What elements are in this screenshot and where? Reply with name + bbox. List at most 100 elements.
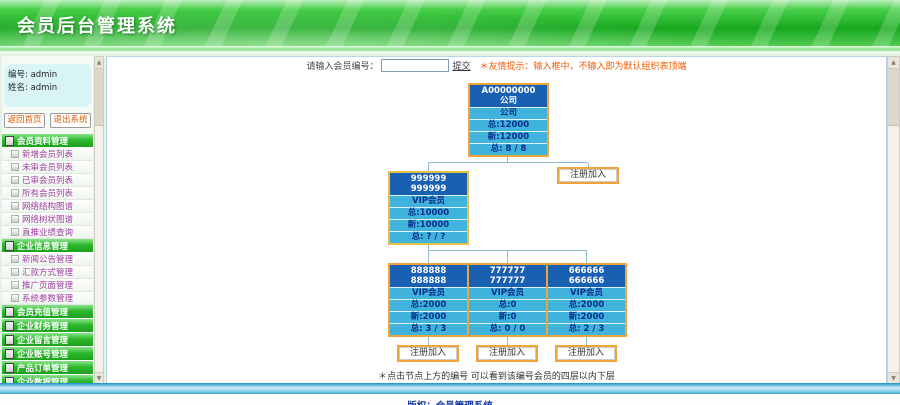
scroll-up-icon[interactable]: ▲ bbox=[888, 57, 899, 69]
sidebar-section-finance[interactable]: 企业财务管理 bbox=[2, 319, 93, 333]
node-counts: 总: 2 / 3 bbox=[548, 323, 625, 335]
tree-connector bbox=[428, 337, 429, 345]
scroll-down-icon[interactable]: ▼ bbox=[95, 372, 103, 384]
menu-label: 汇款方式管理 bbox=[22, 268, 74, 278]
bullet-icon bbox=[11, 202, 19, 210]
sidebar-item-new-members[interactable]: 新增会员列表 bbox=[2, 148, 93, 161]
menu-label: 推广页面管理 bbox=[22, 281, 74, 291]
node-type: VIP会员 bbox=[548, 287, 625, 299]
main-panel: 请输入会员编号： 提交 ＊友情提示：输入框中，不输入即为默认组织表顶端 bbox=[106, 56, 887, 385]
node-name: 888888 bbox=[410, 276, 447, 286]
home-button[interactable]: 返回首页 bbox=[4, 113, 45, 128]
sidebar-section-messages[interactable]: 企业留言管理 bbox=[2, 333, 93, 347]
folder-icon bbox=[5, 306, 14, 317]
bullet-icon bbox=[11, 268, 19, 276]
menu-label: 未审会员列表 bbox=[22, 163, 74, 173]
sidebar-item-reviewed-members[interactable]: 已审会员列表 bbox=[2, 174, 93, 187]
register-join-button[interactable]: 注册加入 bbox=[476, 345, 538, 362]
user-name: 姓名: admin bbox=[8, 83, 58, 93]
menu-label: 新增会员列表 bbox=[22, 150, 74, 160]
member-id-input[interactable] bbox=[381, 59, 450, 72]
sidebar-item-system-params[interactable]: 系统参数管理 bbox=[2, 292, 93, 305]
tree-connector bbox=[428, 245, 429, 250]
sidebar-item-network-structure[interactable]: 网络结构图谱 bbox=[2, 200, 93, 213]
sidebar-section-member-data[interactable]: 会员资料管理 bbox=[2, 134, 93, 148]
bullet-icon bbox=[11, 150, 19, 158]
node-id[interactable]: 999999 bbox=[410, 174, 447, 184]
tree-node-888888[interactable]: 888888 888888 VIP会员 总:2000 新:2000 总: 3 /… bbox=[388, 263, 469, 337]
sidebar-item-unreviewed-members[interactable]: 未审会员列表 bbox=[2, 161, 93, 174]
register-join-button[interactable]: 注册加入 bbox=[397, 345, 459, 362]
menu-label: 网络树状图谱 bbox=[22, 215, 74, 225]
bottom-bar bbox=[0, 383, 900, 394]
folder-icon bbox=[5, 135, 14, 146]
menu-label: 直推业绩查询 bbox=[22, 228, 74, 238]
node-counts: 总: ? / ? bbox=[390, 231, 467, 243]
tree-node-root[interactable]: A00000000 公司 公司 总:12000 新:12000 总: 8 / 8 bbox=[468, 83, 549, 157]
tree-connector bbox=[428, 162, 588, 163]
folder-icon bbox=[5, 362, 14, 373]
sidebar-item-remittance[interactable]: 汇款方式管理 bbox=[2, 266, 93, 279]
sidebar-section-enterprise-info[interactable]: 企业信息管理 bbox=[2, 239, 93, 253]
scrollbar-thumb[interactable] bbox=[95, 69, 103, 126]
tree-node-666666[interactable]: 666666 666666 VIP会员 总:2000 新:2000 总: 2 /… bbox=[546, 263, 627, 337]
logout-button[interactable]: 退出系统 bbox=[50, 113, 91, 128]
tree-connector bbox=[507, 337, 508, 345]
sidebar-item-network-tree[interactable]: 网络树状图谱 bbox=[2, 213, 93, 226]
bullet-icon bbox=[11, 163, 19, 171]
tree-connector bbox=[588, 163, 589, 167]
menu-label: 已审会员列表 bbox=[22, 176, 74, 186]
node-id[interactable]: 888888 bbox=[410, 266, 447, 276]
node-name: 999999 bbox=[410, 184, 447, 194]
page-scrollbar[interactable]: ▲ ▼ bbox=[887, 56, 900, 385]
sidebar-item-promo-page[interactable]: 推广页面管理 bbox=[2, 279, 93, 292]
user-info-box: 编号: admin 姓名: admin bbox=[4, 64, 91, 107]
sidebar-menu: 会员资料管理 新增会员列表 未审会员列表 已审会员列表 所有会员列表 网络结构图… bbox=[2, 134, 93, 389]
node-header[interactable]: 888888 888888 bbox=[390, 265, 467, 287]
node-header[interactable]: 999999 999999 bbox=[390, 173, 467, 195]
tree-connector bbox=[428, 163, 429, 171]
node-header[interactable]: A00000000 公司 bbox=[470, 85, 547, 107]
node-name: 666666 bbox=[568, 276, 605, 286]
node-total: 总:2000 bbox=[390, 299, 467, 311]
node-total: 总:10000 bbox=[390, 207, 467, 219]
sidebar-section-orders[interactable]: 产品订单管理 bbox=[2, 361, 93, 375]
folder-icon bbox=[5, 334, 14, 345]
sidebar-section-recharge[interactable]: 会员充值管理 bbox=[2, 305, 93, 319]
node-header[interactable]: 777777 777777 bbox=[469, 265, 546, 287]
tree-node-999999[interactable]: 999999 999999 VIP会员 总:10000 新:10000 总: ?… bbox=[388, 171, 469, 245]
submit-button[interactable]: 提交 bbox=[452, 62, 471, 72]
scroll-down-icon[interactable]: ▼ bbox=[888, 372, 899, 384]
node-id[interactable]: A00000000 bbox=[481, 86, 536, 96]
menu-label: 企业账号管理 bbox=[17, 349, 69, 360]
sidebar-item-all-members[interactable]: 所有会员列表 bbox=[2, 187, 93, 200]
node-id[interactable]: 777777 bbox=[489, 266, 526, 276]
search-hint: ＊友情提示：输入框中，不输入即为默认组织表顶端 bbox=[479, 62, 687, 72]
user-id: 编号: admin bbox=[8, 70, 58, 80]
register-join-button[interactable]: 注册加入 bbox=[557, 167, 619, 184]
menu-label: 网络结构图谱 bbox=[22, 202, 74, 212]
tree-node-777777[interactable]: 777777 777777 VIP会员 总:0 新:0 总: 0 / 0 bbox=[467, 263, 548, 337]
scrollbar-thumb[interactable] bbox=[888, 69, 899, 126]
node-header[interactable]: 666666 666666 bbox=[548, 265, 625, 287]
sidebar-scrollbar[interactable]: ▲ ▼ bbox=[94, 56, 104, 385]
tree-note: ＊点击节点上方的编号 可以看到该编号会员的四层以内下层 bbox=[378, 372, 615, 382]
sidebar-item-direct-performance[interactable]: 直推业绩查询 bbox=[2, 226, 93, 239]
menu-label: 企业留言管理 bbox=[17, 335, 69, 346]
bullet-icon bbox=[11, 255, 19, 263]
node-type: VIP会员 bbox=[390, 287, 467, 299]
bullet-icon bbox=[11, 189, 19, 197]
sidebar-item-news[interactable]: 新闻公告管理 bbox=[2, 253, 93, 266]
copyright-text: 版权：会员管理系统 bbox=[407, 401, 493, 405]
node-name: 公司 bbox=[499, 96, 517, 106]
scroll-up-icon[interactable]: ▲ bbox=[95, 57, 103, 69]
search-toolbar: 请输入会员编号： 提交 ＊友情提示：输入框中，不输入即为默认组织表顶端 bbox=[107, 59, 886, 72]
menu-label: 产品订单管理 bbox=[17, 363, 69, 374]
bullet-icon bbox=[11, 215, 19, 223]
sidebar-section-accounts[interactable]: 企业账号管理 bbox=[2, 347, 93, 361]
register-join-button[interactable]: 注册加入 bbox=[555, 345, 617, 362]
tree-connector bbox=[507, 251, 508, 263]
node-id[interactable]: 666666 bbox=[568, 266, 605, 276]
node-counts: 总: 8 / 8 bbox=[470, 143, 547, 155]
